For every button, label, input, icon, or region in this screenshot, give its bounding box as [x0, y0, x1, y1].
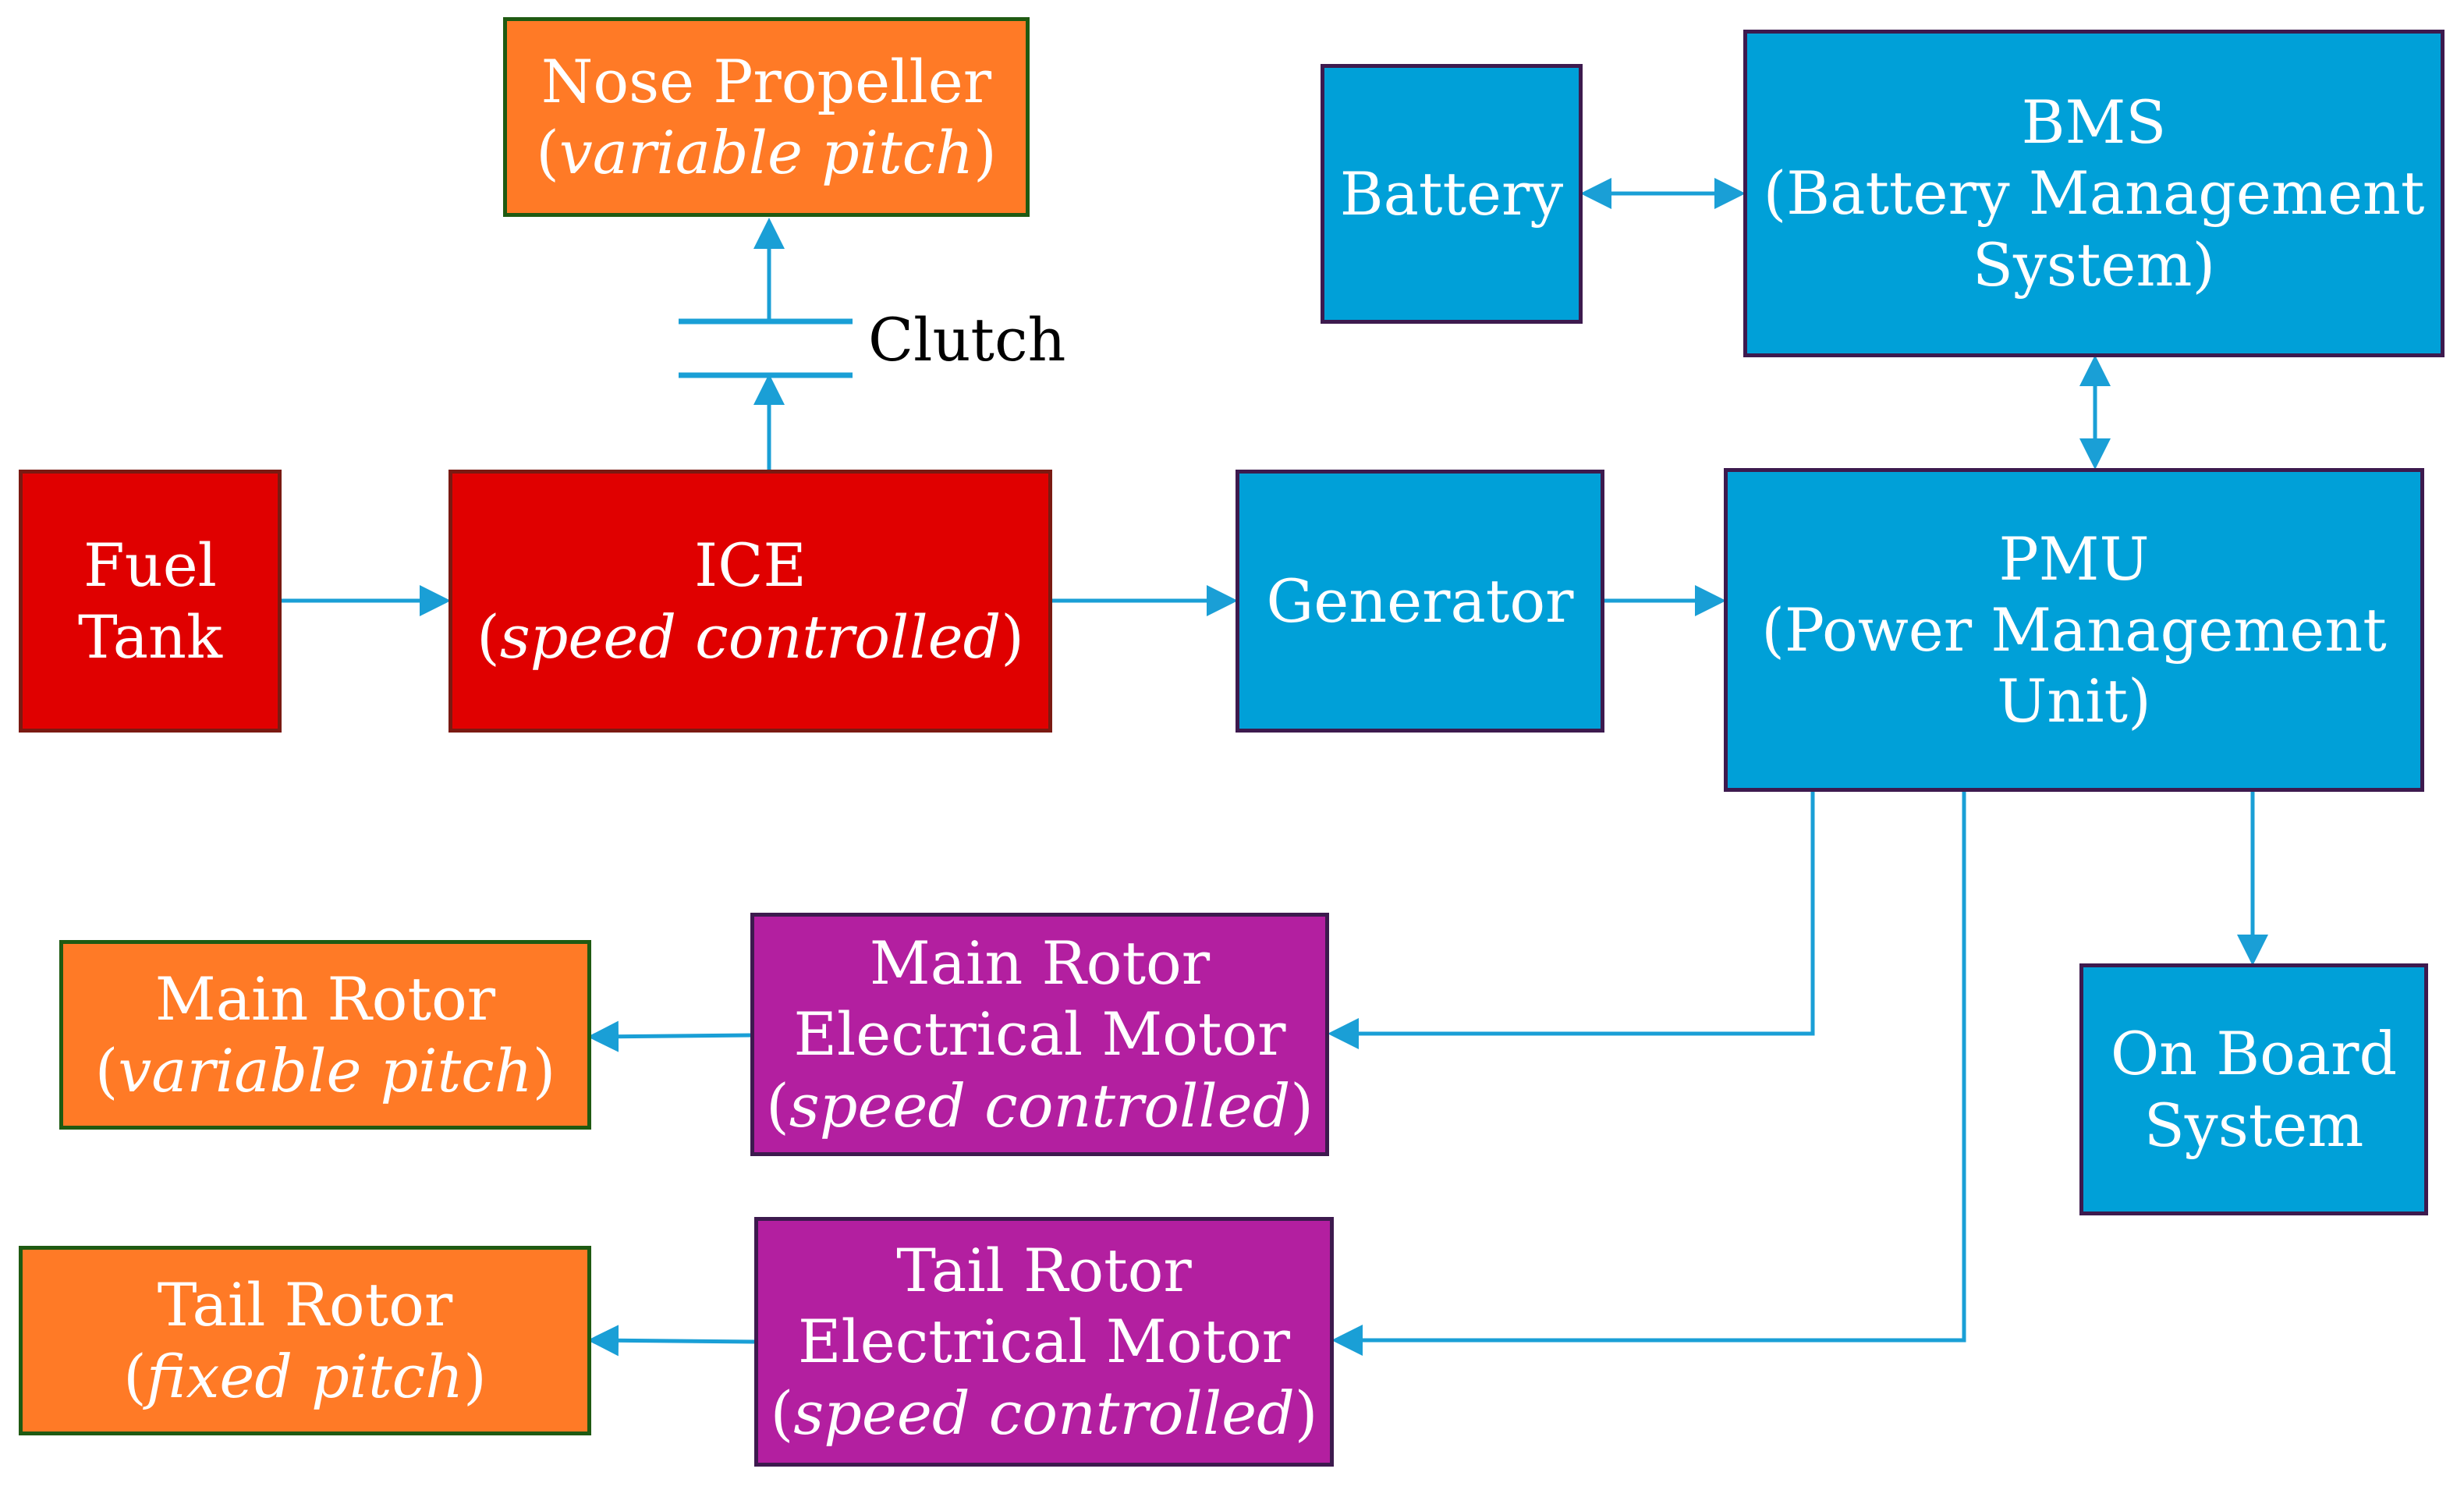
ice-title: ICE	[694, 530, 807, 601]
arrow-pmu-to-main-motor	[1328, 792, 1815, 1049]
bms-box: BMS (Battery Management System)	[1743, 30, 2445, 357]
generator-title: Generator	[1266, 566, 1574, 636]
bms-line2: (Battery Management	[1763, 158, 2425, 229]
fuel-tank-box: Fuel Tank	[19, 470, 282, 733]
nose-propeller-title: Nose Propeller	[541, 46, 992, 116]
main-motor-line1: Main Rotor	[869, 928, 1211, 999]
battery-box: Battery	[1321, 64, 1583, 324]
nose-propeller-box: Nose Propeller (variable pitch)	[503, 17, 1030, 217]
main-motor-subtitle: (speed controlled)	[766, 1070, 1314, 1141]
tail-rotor-title: Tail Rotor	[157, 1270, 453, 1340]
main-rotor-title: Main Rotor	[154, 964, 496, 1034]
tail-motor-subtitle: (speed controlled)	[770, 1378, 1318, 1448]
main-rotor-subtitle: (variable pitch)	[94, 1035, 556, 1105]
on-board-line2: System	[2143, 1090, 2364, 1160]
tail-rotor-subtitle: (fixed pitch)	[123, 1341, 487, 1411]
arrow-tail-motor-to-rotor	[587, 1325, 756, 1357]
bms-line3: System)	[1972, 229, 2216, 300]
on-board-line1: On Board	[2110, 1019, 2398, 1089]
ice-subtitle: (speed controlled)	[477, 601, 1024, 672]
fuel-tank-line1: Fuel	[83, 530, 217, 601]
tail-motor-box: Tail Rotor Electrical Motor (speed contr…	[754, 1217, 1334, 1467]
arrow-main-motor-to-rotor	[587, 1020, 752, 1052]
battery-title: Battery	[1339, 158, 1564, 229]
generator-box: Generator	[1236, 470, 1604, 733]
tail-motor-line2: Electrical Motor	[797, 1307, 1291, 1377]
tail-motor-line1: Tail Rotor	[896, 1236, 1192, 1306]
nose-propeller-subtitle: (variable pitch)	[536, 118, 997, 187]
fuel-tank-line2: Tank	[77, 601, 223, 672]
ice-box: ICE (speed controlled)	[448, 470, 1052, 733]
clutch-label: Clutch	[868, 305, 1066, 374]
pmu-line2: (Power Management	[1761, 594, 2387, 665]
pmu-line1: PMU	[1998, 523, 2150, 594]
tail-rotor-box: Tail Rotor (fixed pitch)	[19, 1246, 591, 1435]
main-rotor-box: Main Rotor (variable pitch)	[59, 940, 591, 1130]
main-motor-line2: Electrical Motor	[793, 999, 1286, 1070]
main-motor-box: Main Rotor Electrical Motor (speed contr…	[750, 913, 1329, 1156]
pmu-line3: Unit)	[1997, 666, 2151, 736]
on-board-system-box: On Board System	[2079, 963, 2428, 1215]
pmu-box: PMU (Power Management Unit)	[1724, 468, 2424, 792]
bms-line1: BMS	[2021, 87, 2167, 158]
arrow-pmu-to-tail-motor	[1331, 792, 1966, 1356]
